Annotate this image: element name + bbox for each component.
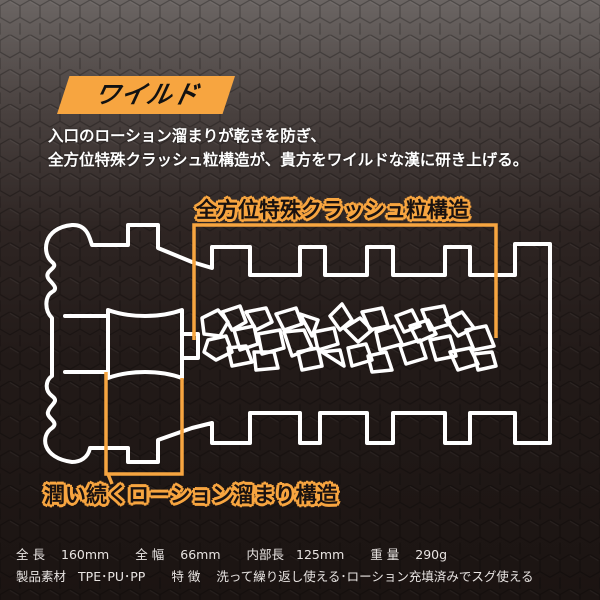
entrance-chamber bbox=[63, 314, 110, 374]
lotion-pool-highlight-frame bbox=[104, 372, 184, 476]
lotion-pool-chamber bbox=[106, 308, 184, 380]
spec-value: 洗って繰り返し使える･ローション充填済みでスグ使える bbox=[216, 569, 534, 584]
spec-value: 66mm bbox=[180, 547, 221, 562]
spec-inner-length: 内部長 125mm bbox=[247, 544, 345, 566]
intro-line-2: 全方位特殊クラッシュ粒構造が、貴方をワイルドな漢に研き上げる。 bbox=[48, 151, 529, 169]
crush-structure-callout: 全方位特殊クラッシュ粒構造 bbox=[196, 198, 469, 222]
intro-line-1: 入口のローション溜まりが乾きを防ぎ、 bbox=[48, 127, 326, 145]
shell-outline-top bbox=[43, 223, 552, 464]
spec-value: 290g bbox=[415, 547, 448, 562]
spec-row-material-features: 製品素材 TPE･PU･PP 特徴 洗って繰り返し使える･ローション充填済みでス… bbox=[16, 566, 596, 588]
throat-neck bbox=[180, 332, 200, 360]
spec-table: 全長 160mm 全幅 66mm 内部長 125mm 重量 290g 製品素材 … bbox=[16, 544, 596, 588]
spec-row-dimensions: 全長 160mm 全幅 66mm 内部長 125mm 重量 290g bbox=[16, 544, 596, 566]
spec-label: 製品素材 bbox=[16, 569, 67, 584]
lotion-pool-callout: 潤い続くローション溜まり構造 bbox=[44, 483, 338, 507]
spec-value: 125mm bbox=[296, 547, 345, 562]
spec-label: 重量 bbox=[370, 547, 404, 562]
spec-value: 160mm bbox=[61, 547, 110, 562]
crushed-granules-icon bbox=[200, 302, 498, 374]
lotion-pool-callout-pointer bbox=[106, 473, 114, 485]
spec-label: 特徴 bbox=[171, 569, 205, 584]
spec-features: 特徴 洗って繰り返し使える･ローション充填済みでスグ使える bbox=[171, 566, 533, 588]
spec-label: 全長 bbox=[16, 547, 50, 562]
spec-total-length: 全長 160mm bbox=[16, 544, 109, 566]
crush-structure-highlight-frame bbox=[192, 223, 498, 340]
spec-label: 全幅 bbox=[135, 547, 169, 562]
spec-weight: 重量 290g bbox=[370, 544, 447, 566]
spec-material: 製品素材 TPE･PU･PP bbox=[16, 566, 145, 588]
spec-value: TPE･PU･PP bbox=[78, 569, 146, 584]
title-banner bbox=[57, 76, 235, 114]
intro-text: 入口のローション溜まりが乾きを防ぎ、 全方位特殊クラッシュ粒構造が、貴方をワイル… bbox=[48, 124, 588, 172]
spec-total-width: 全幅 66mm bbox=[135, 544, 220, 566]
spec-label: 内部長 bbox=[246, 547, 285, 562]
